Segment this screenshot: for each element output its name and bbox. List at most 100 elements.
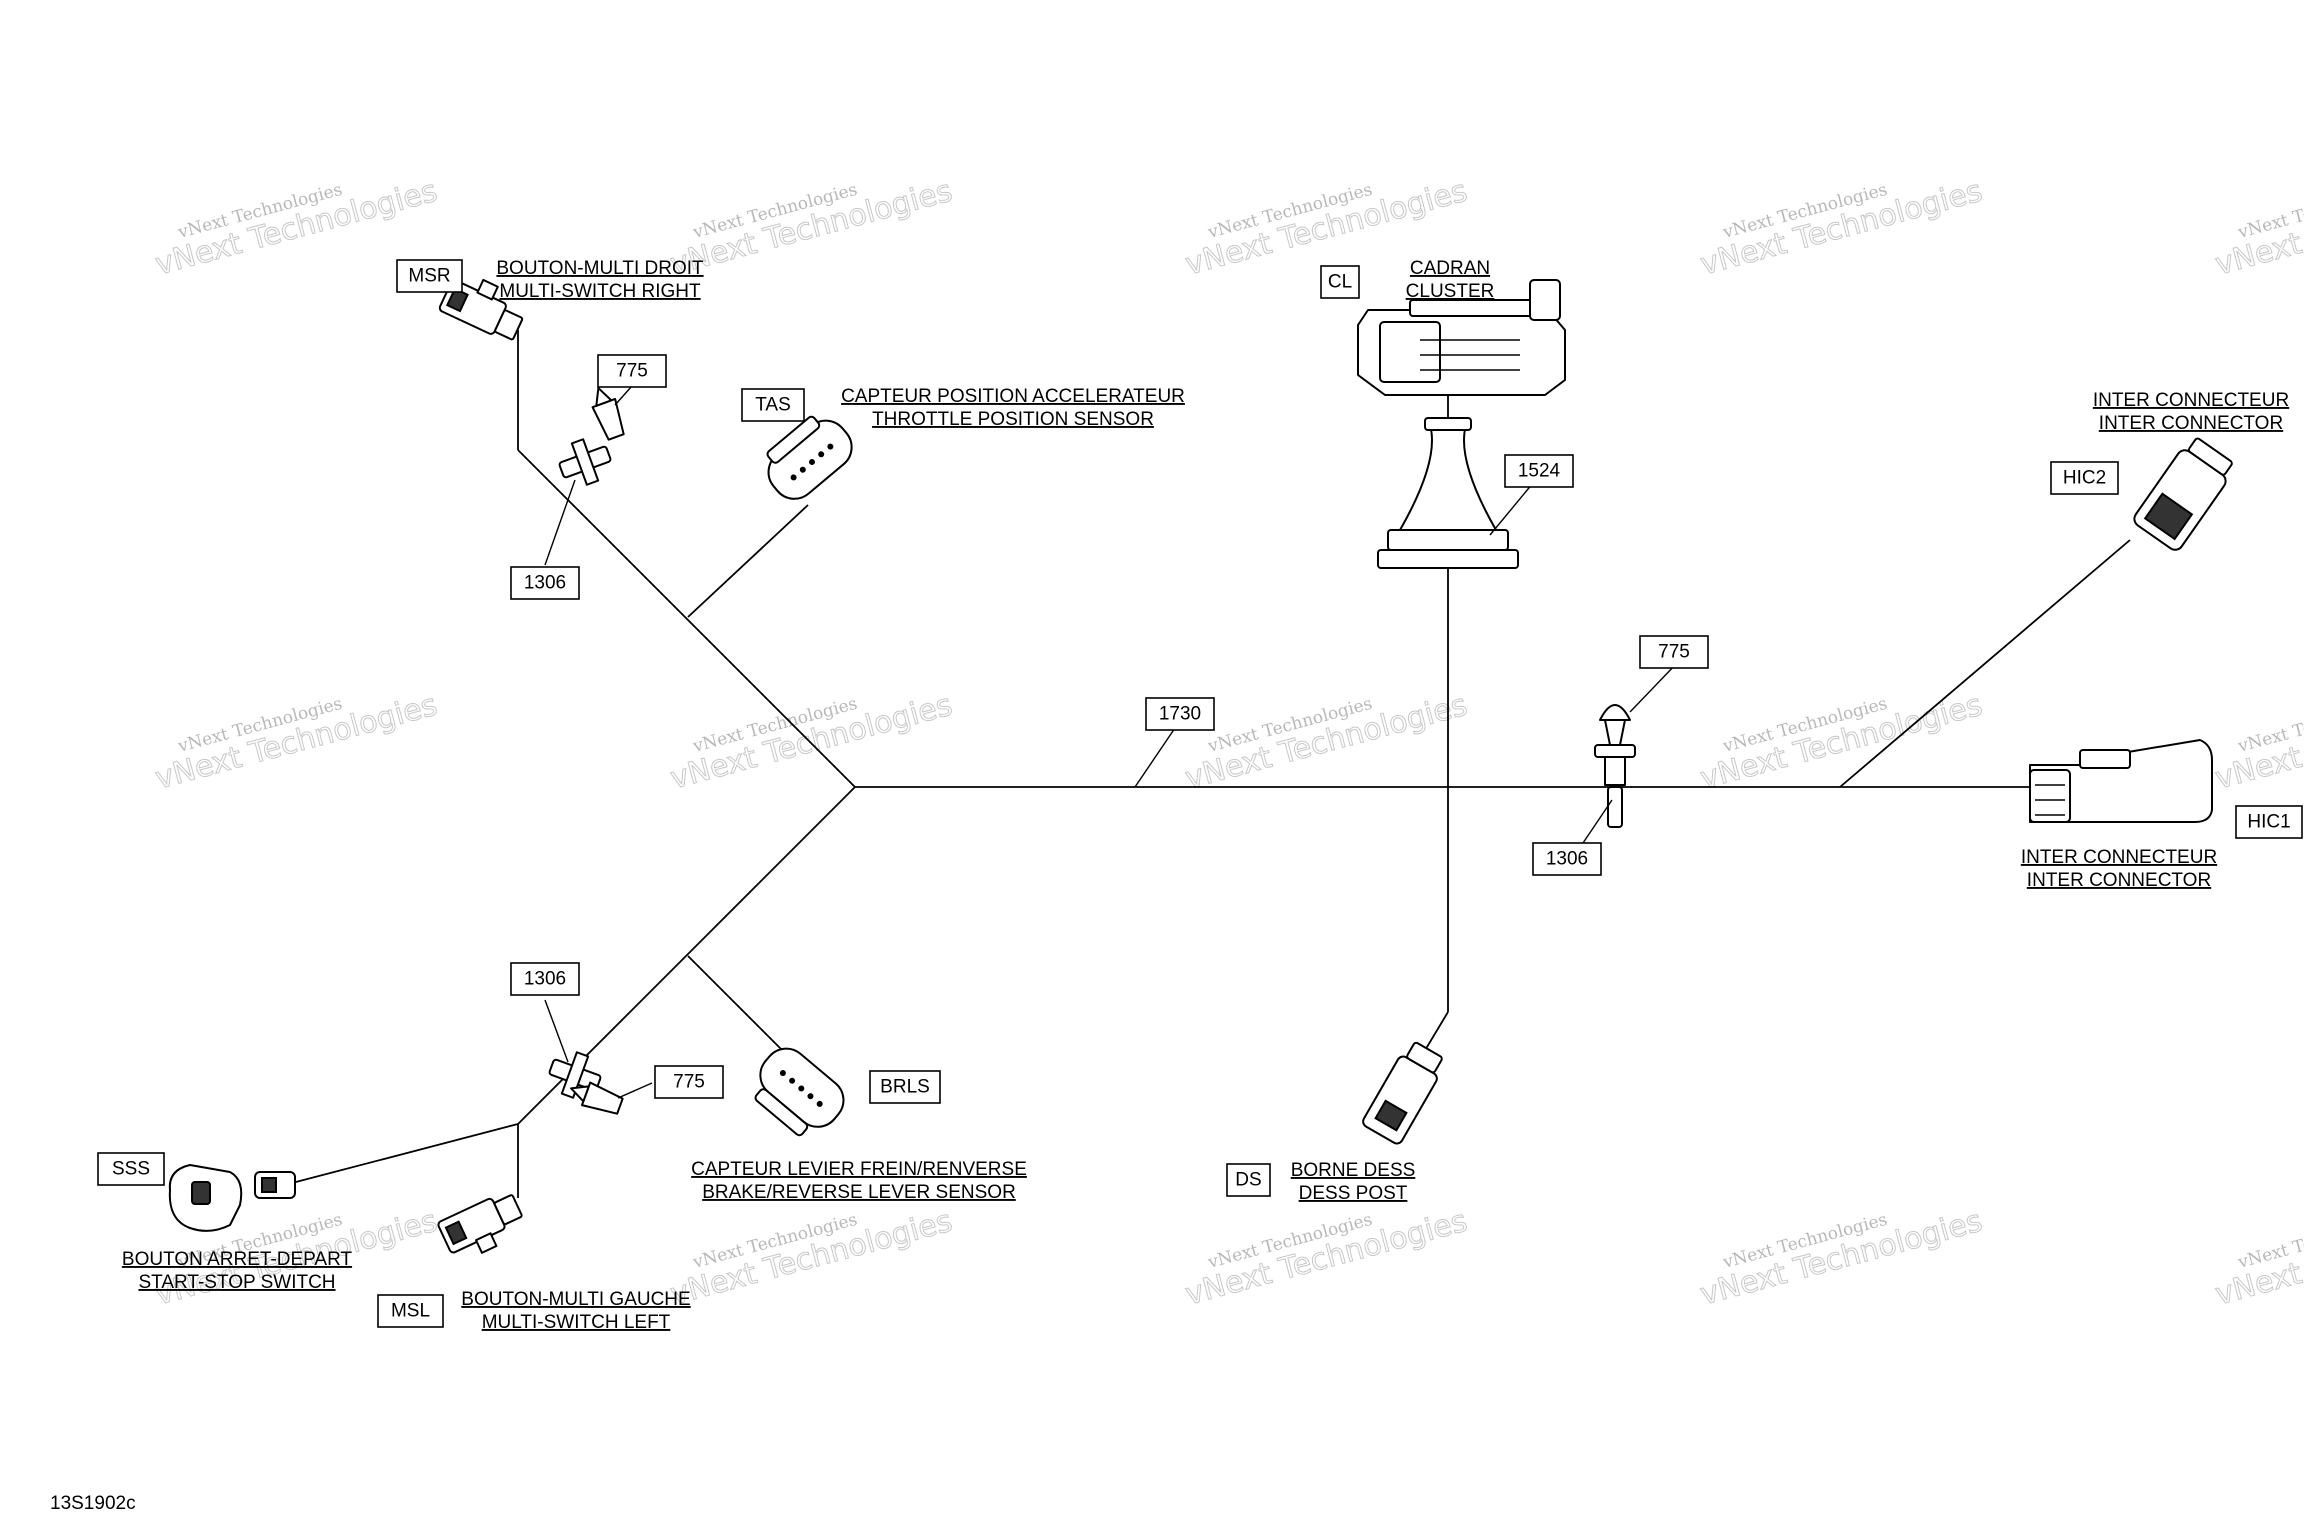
watermark: vNext Technologies vNext Technologies xyxy=(1181,1203,1471,1313)
svg-text:1306: 1306 xyxy=(524,573,566,594)
svg-text:THROTTLE POSITION SENSOR: THROTTLE POSITION SENSOR xyxy=(872,409,1154,430)
right-tie-icon xyxy=(1599,704,1631,746)
label-brls: CAPTEUR LEVIER FREIN/RENVERSE BRAKE/REVE… xyxy=(691,1159,1027,1203)
label-msr: BOUTON-MULTI DROIT MULTI-SWITCH RIGHT xyxy=(496,258,704,302)
svg-text:DESS POST: DESS POST xyxy=(1299,1183,1408,1204)
upper-clip-icon xyxy=(558,438,612,486)
svg-text:START-STOP SWITCH: START-STOP SWITCH xyxy=(138,1272,335,1293)
svg-text:CAPTEUR LEVIER FREIN/RENVERSE: CAPTEUR LEVIER FREIN/RENVERSE xyxy=(691,1159,1027,1180)
svg-text:INTER CONNECTEUR: INTER CONNECTEUR xyxy=(2021,847,2217,868)
tag-part-775-upper: 775 xyxy=(597,354,667,388)
svg-text:775: 775 xyxy=(616,361,648,382)
svg-text:DS: DS xyxy=(1235,1170,1261,1191)
tag-part-1524: 1524 xyxy=(1504,454,1574,488)
tag-msr: MSR xyxy=(396,259,463,293)
brls-sensor-icon xyxy=(754,1047,845,1137)
tag-tas: TAS xyxy=(741,388,805,422)
tas-sensor-icon xyxy=(766,415,853,500)
right-clip-icon xyxy=(1594,744,1636,828)
svg-text:TAS: TAS xyxy=(755,395,791,416)
tag-ds: DS xyxy=(1226,1163,1271,1197)
branch-wire-tas xyxy=(687,504,809,618)
svg-text:CADRAN: CADRAN xyxy=(1410,258,1490,279)
label-cl: CADRAN CLUSTER xyxy=(1406,258,1495,302)
tag-part-775-lower: 775 xyxy=(654,1065,724,1099)
svg-text:INTER CONNECTEUR: INTER CONNECTEUR xyxy=(2093,390,2289,411)
cluster-connector-icon xyxy=(1357,279,1566,396)
watermark: vNext Technologies vNext Technologies xyxy=(666,687,956,797)
tag-msl: MSL xyxy=(377,1294,444,1328)
svg-text:1524: 1524 xyxy=(1518,461,1561,482)
dess-post-icon xyxy=(1362,1041,1443,1145)
watermark: vNext Technologies vNext Technologies xyxy=(1181,687,1471,797)
hic2-connector-icon xyxy=(2133,437,2233,551)
connector-tags: MSR TAS CL HIC2 HIC1 BRLS DS SSS xyxy=(97,259,2303,1328)
svg-text:1306: 1306 xyxy=(524,969,566,990)
lower-clip-icon xyxy=(548,1051,602,1099)
svg-text:MSR: MSR xyxy=(408,266,450,287)
svg-text:1306: 1306 xyxy=(1546,849,1588,870)
watermark: vNext Technologies vNext Technologies xyxy=(151,687,441,797)
sss-switch-icon xyxy=(168,1164,296,1232)
drawing-id: 13S1902c xyxy=(50,1493,136,1514)
branch-wire-msr xyxy=(517,449,856,788)
tag-part-1306-upper: 1306 xyxy=(510,566,580,600)
watermark: vNext Technologies vNext Technologies xyxy=(666,173,956,283)
branch-wire-hic2 xyxy=(1839,539,2131,788)
grommet-icon xyxy=(1377,417,1519,569)
watermark: vNext Technologies vNext Technologies xyxy=(1696,173,1986,283)
part-number-tags: 775 1306 1524 1730 775 1306 1306 775 xyxy=(510,354,1709,1099)
svg-text:BRLS: BRLS xyxy=(880,1077,930,1098)
msl-connector-icon xyxy=(437,1194,523,1254)
label-hic1: INTER CONNECTEUR INTER CONNECTOR xyxy=(2021,847,2217,891)
tag-part-775-right: 775 xyxy=(1639,635,1709,669)
svg-text:BOUTON-MULTI GAUCHE: BOUTON-MULTI GAUCHE xyxy=(461,1289,690,1310)
svg-text:BRAKE/REVERSE LEVER SENSOR: BRAKE/REVERSE LEVER SENSOR xyxy=(702,1182,1016,1203)
hic1-connector-icon xyxy=(2029,739,2213,823)
svg-text:HIC1: HIC1 xyxy=(2247,812,2290,833)
watermark: vNext Technologies vNext Technologies xyxy=(666,1203,956,1313)
tag-cl: CL xyxy=(1320,265,1360,299)
svg-text:BOUTON ARRET-DEPART: BOUTON ARRET-DEPART xyxy=(122,1249,353,1270)
svg-text:CLUSTER: CLUSTER xyxy=(1406,281,1495,302)
upper-tie-icon xyxy=(591,387,625,441)
svg-text:CL: CL xyxy=(1328,272,1352,293)
branch-wire-brls xyxy=(687,955,791,1059)
leader-lines xyxy=(544,385,1679,1099)
svg-text:INTER CONNECTOR: INTER CONNECTOR xyxy=(2099,413,2283,434)
svg-text:775: 775 xyxy=(673,1072,705,1093)
svg-text:1730: 1730 xyxy=(1159,704,1201,725)
branch-wire-sss xyxy=(291,1123,519,1184)
svg-text:INTER CONNECTOR: INTER CONNECTOR xyxy=(2027,870,2211,891)
connector-labels: BOUTON-MULTI DROIT MULTI-SWITCH RIGHT CA… xyxy=(122,258,2289,1333)
label-hic2: INTER CONNECTEUR INTER CONNECTOR xyxy=(2093,390,2289,434)
tag-hic2: HIC2 xyxy=(2050,461,2119,495)
svg-text:HIC2: HIC2 xyxy=(2063,468,2106,489)
tag-part-1306-lower: 1306 xyxy=(510,962,580,996)
svg-text:BORNE DESS: BORNE DESS xyxy=(1291,1160,1416,1181)
svg-text:MULTI-SWITCH LEFT: MULTI-SWITCH LEFT xyxy=(482,1312,671,1333)
tag-hic1: HIC1 xyxy=(2235,805,2303,839)
label-sss: BOUTON ARRET-DEPART START-STOP SWITCH xyxy=(122,1249,353,1293)
lower-tie-icon xyxy=(570,1081,624,1115)
tag-sss: SSS xyxy=(97,1152,165,1186)
svg-text:BOUTON-MULTI DROIT: BOUTON-MULTI DROIT xyxy=(496,258,704,279)
watermark: vNext Technologies vNext Technologies xyxy=(1696,687,1986,797)
watermarks: vNext Technologies vNext Technologies vN… xyxy=(151,173,2304,1313)
label-ds: BORNE DESS DESS POST xyxy=(1291,1160,1416,1204)
watermark: vNext Technologies vNext Technologies xyxy=(2211,687,2304,797)
svg-text:CAPTEUR POSITION ACCELERATEUR: CAPTEUR POSITION ACCELERATEUR xyxy=(841,386,1185,407)
tag-part-1306-right: 1306 xyxy=(1532,842,1602,876)
label-tas: CAPTEUR POSITION ACCELERATEUR THROTTLE P… xyxy=(841,386,1185,430)
label-msl: BOUTON-MULTI GAUCHE MULTI-SWITCH LEFT xyxy=(461,1289,690,1333)
msr-connector-icon xyxy=(438,278,524,341)
tag-brls: BRLS xyxy=(869,1070,941,1104)
svg-text:MULTI-SWITCH RIGHT: MULTI-SWITCH RIGHT xyxy=(499,281,701,302)
tag-part-1730: 1730 xyxy=(1145,697,1215,731)
svg-text:775: 775 xyxy=(1658,642,1690,663)
svg-text:MSL: MSL xyxy=(391,1301,430,1322)
watermark: vNext Technologies vNext Technologies xyxy=(2211,173,2304,283)
watermark: vNext Technologies vNext Technologies xyxy=(2211,1203,2304,1313)
svg-text:SSS: SSS xyxy=(112,1159,150,1180)
